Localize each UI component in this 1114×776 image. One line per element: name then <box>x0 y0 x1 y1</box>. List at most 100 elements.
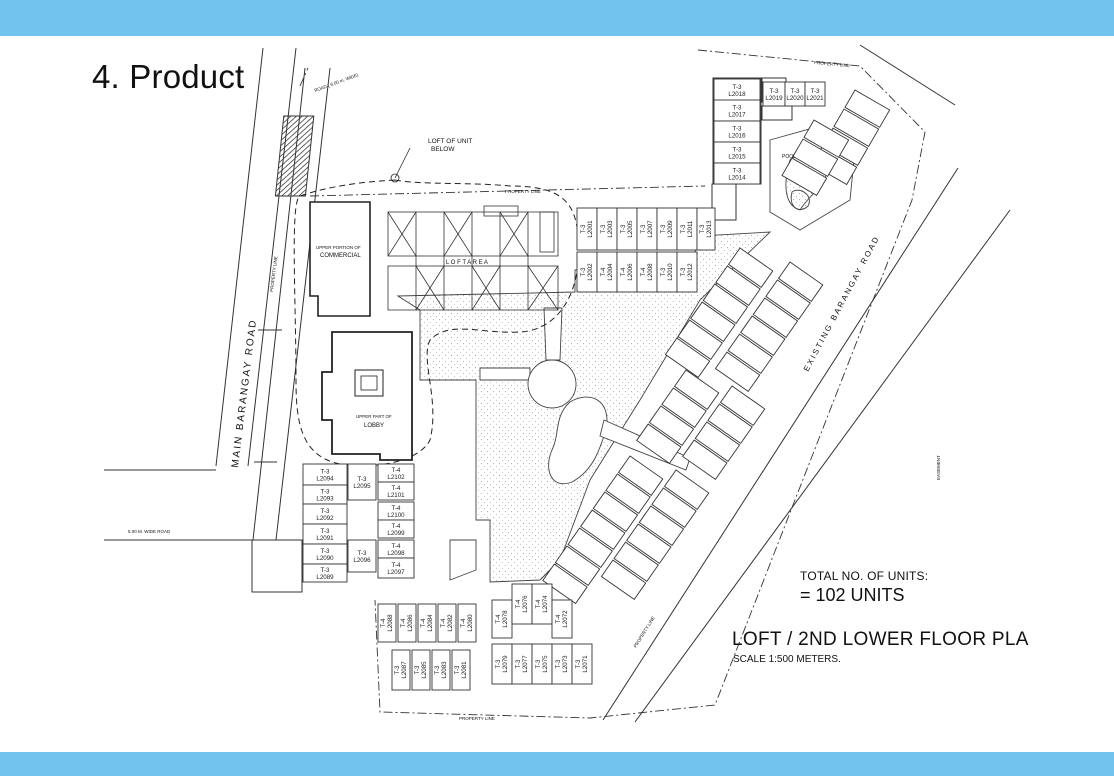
property-line <box>299 49 926 719</box>
unit-type-label: T-4 <box>380 618 387 627</box>
floor-plan-scale: SCALE 1:500 METERS. <box>733 654 841 665</box>
unit-outline <box>347 539 377 573</box>
loft-of-unit-outline <box>293 179 579 467</box>
unit-code-label: L2089 <box>316 574 334 581</box>
existing-barangay-road <box>602 44 1011 723</box>
unit-code-label: L2102 <box>387 474 405 481</box>
unit-type-label: T-4 <box>495 614 502 623</box>
unit-outline <box>377 557 415 579</box>
unit-type-label: T-4 <box>620 267 627 276</box>
lobby-block <box>321 331 413 461</box>
unit-type-label: T-4 <box>535 599 542 608</box>
unit-code-label: L2015 <box>728 154 746 161</box>
unit-type-label: T-3 <box>321 469 330 476</box>
unit-type-label: T-4 <box>460 618 467 627</box>
unit-code-label: L2075 <box>542 655 549 673</box>
unit-code-label: L2097 <box>387 569 405 576</box>
unit-code-label: L2081 <box>461 661 468 679</box>
commercial-block <box>309 201 371 317</box>
unit-code-label: L2006 <box>627 263 634 281</box>
unit-outline <box>397 603 417 643</box>
unit-outline <box>411 649 431 691</box>
unit-code-label: L2014 <box>728 175 746 182</box>
unit-type-label: T-4 <box>392 505 401 512</box>
unit-code-label: L2092 <box>316 515 334 522</box>
commercial-label-line-2: COMMERCIAL <box>320 253 361 259</box>
unit-type-label: T-3 <box>600 224 607 233</box>
unit-outline <box>571 643 593 685</box>
unit-code-label: L2084 <box>427 614 434 632</box>
unit-summary: TOTAL NO. OF UNITS: = 102 UNITS <box>800 569 928 606</box>
unit-type-label: T-4 <box>392 467 401 474</box>
unit-type-label: T-3 <box>321 567 330 574</box>
unit-type-label: T-3 <box>580 267 587 276</box>
unit-code-label: L2073 <box>562 655 569 673</box>
unit-code-label: L2074 <box>542 595 549 613</box>
unit-type-label: T-4 <box>640 267 647 276</box>
unit-code-label: L2002 <box>587 263 594 281</box>
unit-code-label: L2090 <box>316 555 334 562</box>
unit-type-label: T-3 <box>770 88 779 95</box>
unit-type-label: T-3 <box>535 659 542 668</box>
unit-code-label: L2096 <box>353 557 371 564</box>
loft-area-block <box>387 205 559 311</box>
unit-outline <box>676 251 698 293</box>
unit-outline <box>377 603 397 643</box>
unit-type-label: T-3 <box>358 550 367 557</box>
unit-code-label: L2077 <box>522 655 529 673</box>
unit-type-label: T-3 <box>555 659 562 668</box>
unit-type-label: T-3 <box>811 88 820 95</box>
unit-code-label: L2098 <box>387 550 405 557</box>
total-units-value: = 102 UNITS <box>800 585 905 605</box>
unit-code-label: L2008 <box>647 263 654 281</box>
unit-type-label: T-3 <box>699 224 706 233</box>
loft-note-marker <box>390 173 400 183</box>
total-units-label: TOTAL NO. OF UNITS: <box>800 569 929 583</box>
unit-code-label: L2004 <box>607 263 614 281</box>
unit-type-label: T-3 <box>414 665 421 674</box>
unit-code-label: L2019 <box>765 95 783 102</box>
unit-type-label: T-3 <box>733 126 742 133</box>
unit-type-label: T-3 <box>733 147 742 154</box>
unit-type-label: T-3 <box>733 168 742 175</box>
unit-type-label: T-3 <box>733 105 742 112</box>
loft-note-line-1: LOFT OF UNIT <box>428 138 472 145</box>
property-line-label-bottom: PROPERTY LINE <box>459 716 495 721</box>
unit-outline <box>431 649 451 691</box>
main-road-label: MAIN BARANGAY ROAD <box>230 318 259 468</box>
unit-code-label: L2082 <box>447 614 454 632</box>
unit-type-label: T-3 <box>495 659 502 668</box>
unit-code-label: L2017 <box>728 112 746 119</box>
unit-type-label: T-3 <box>454 665 461 674</box>
unit-type-label: T-3 <box>434 665 441 674</box>
unit-code-label: L2100 <box>387 512 405 519</box>
unit-type-label: T-3 <box>321 508 330 515</box>
property-line-label-top: PROPERTY LINE <box>814 60 850 68</box>
unit-type-label: T-4 <box>400 618 407 627</box>
unit-type-label: T-3 <box>321 528 330 535</box>
unit-code-label: L2088 <box>387 614 394 632</box>
